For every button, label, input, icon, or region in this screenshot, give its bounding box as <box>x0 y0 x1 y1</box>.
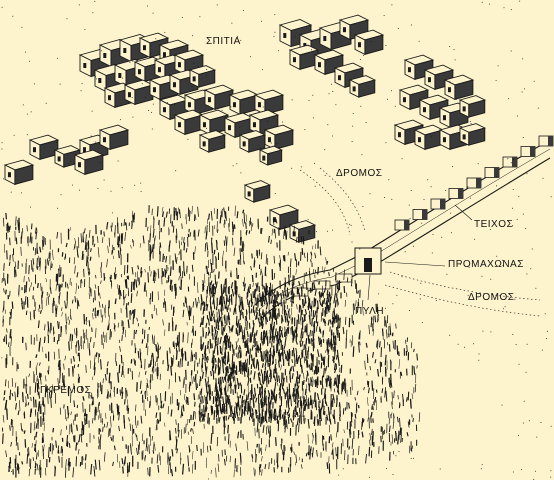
house <box>238 130 267 153</box>
label-gate: ΠΥΛΗ <box>355 306 385 317</box>
house <box>28 134 60 161</box>
cliff-hatching <box>1 205 421 478</box>
house <box>243 180 272 203</box>
house <box>188 65 217 88</box>
gate-pointer <box>367 274 371 301</box>
house <box>3 159 35 186</box>
label-road-lower: ΔΡΟΜΟΣ <box>468 292 515 303</box>
wall-segment-block <box>313 280 331 290</box>
label-houses: ΣΠΙΤΙΑ <box>206 36 241 47</box>
label-rampart: ΠΡΟΜΑΧΩΝΑΣ <box>448 259 524 270</box>
city-wall <box>254 135 554 319</box>
house <box>348 75 377 98</box>
wall-crenellations <box>269 135 554 304</box>
house <box>73 149 105 176</box>
roads <box>299 167 541 317</box>
house <box>288 44 320 71</box>
house <box>263 124 295 151</box>
house <box>138 32 170 59</box>
label-road-upper: ΔΡΟΜΟΣ <box>336 168 383 179</box>
wall-pointer <box>454 204 473 221</box>
house <box>173 109 205 136</box>
house <box>353 29 385 56</box>
house <box>418 94 450 121</box>
road-lower-edge <box>384 284 541 317</box>
house <box>123 79 155 106</box>
house <box>423 64 455 91</box>
house <box>443 74 475 101</box>
rampart-pointer <box>384 261 446 267</box>
house <box>173 49 205 76</box>
road-upper-edge <box>319 167 366 233</box>
house <box>313 49 345 76</box>
house <box>248 109 280 136</box>
label-cliff: ΓΚΡΕΜΟΣ <box>40 385 92 396</box>
house <box>203 84 235 111</box>
house-clusters <box>3 14 487 243</box>
house <box>198 130 227 153</box>
house <box>258 145 283 166</box>
house <box>458 123 487 146</box>
house <box>458 95 487 118</box>
house <box>198 109 230 136</box>
label-wall: ΤΕΙΧΟΣ <box>474 219 514 230</box>
gate-opening <box>364 258 372 272</box>
road-lower <box>389 271 541 301</box>
house <box>403 54 435 81</box>
house <box>413 124 445 151</box>
house <box>98 124 130 151</box>
road-upper <box>299 169 351 236</box>
house <box>228 89 260 116</box>
